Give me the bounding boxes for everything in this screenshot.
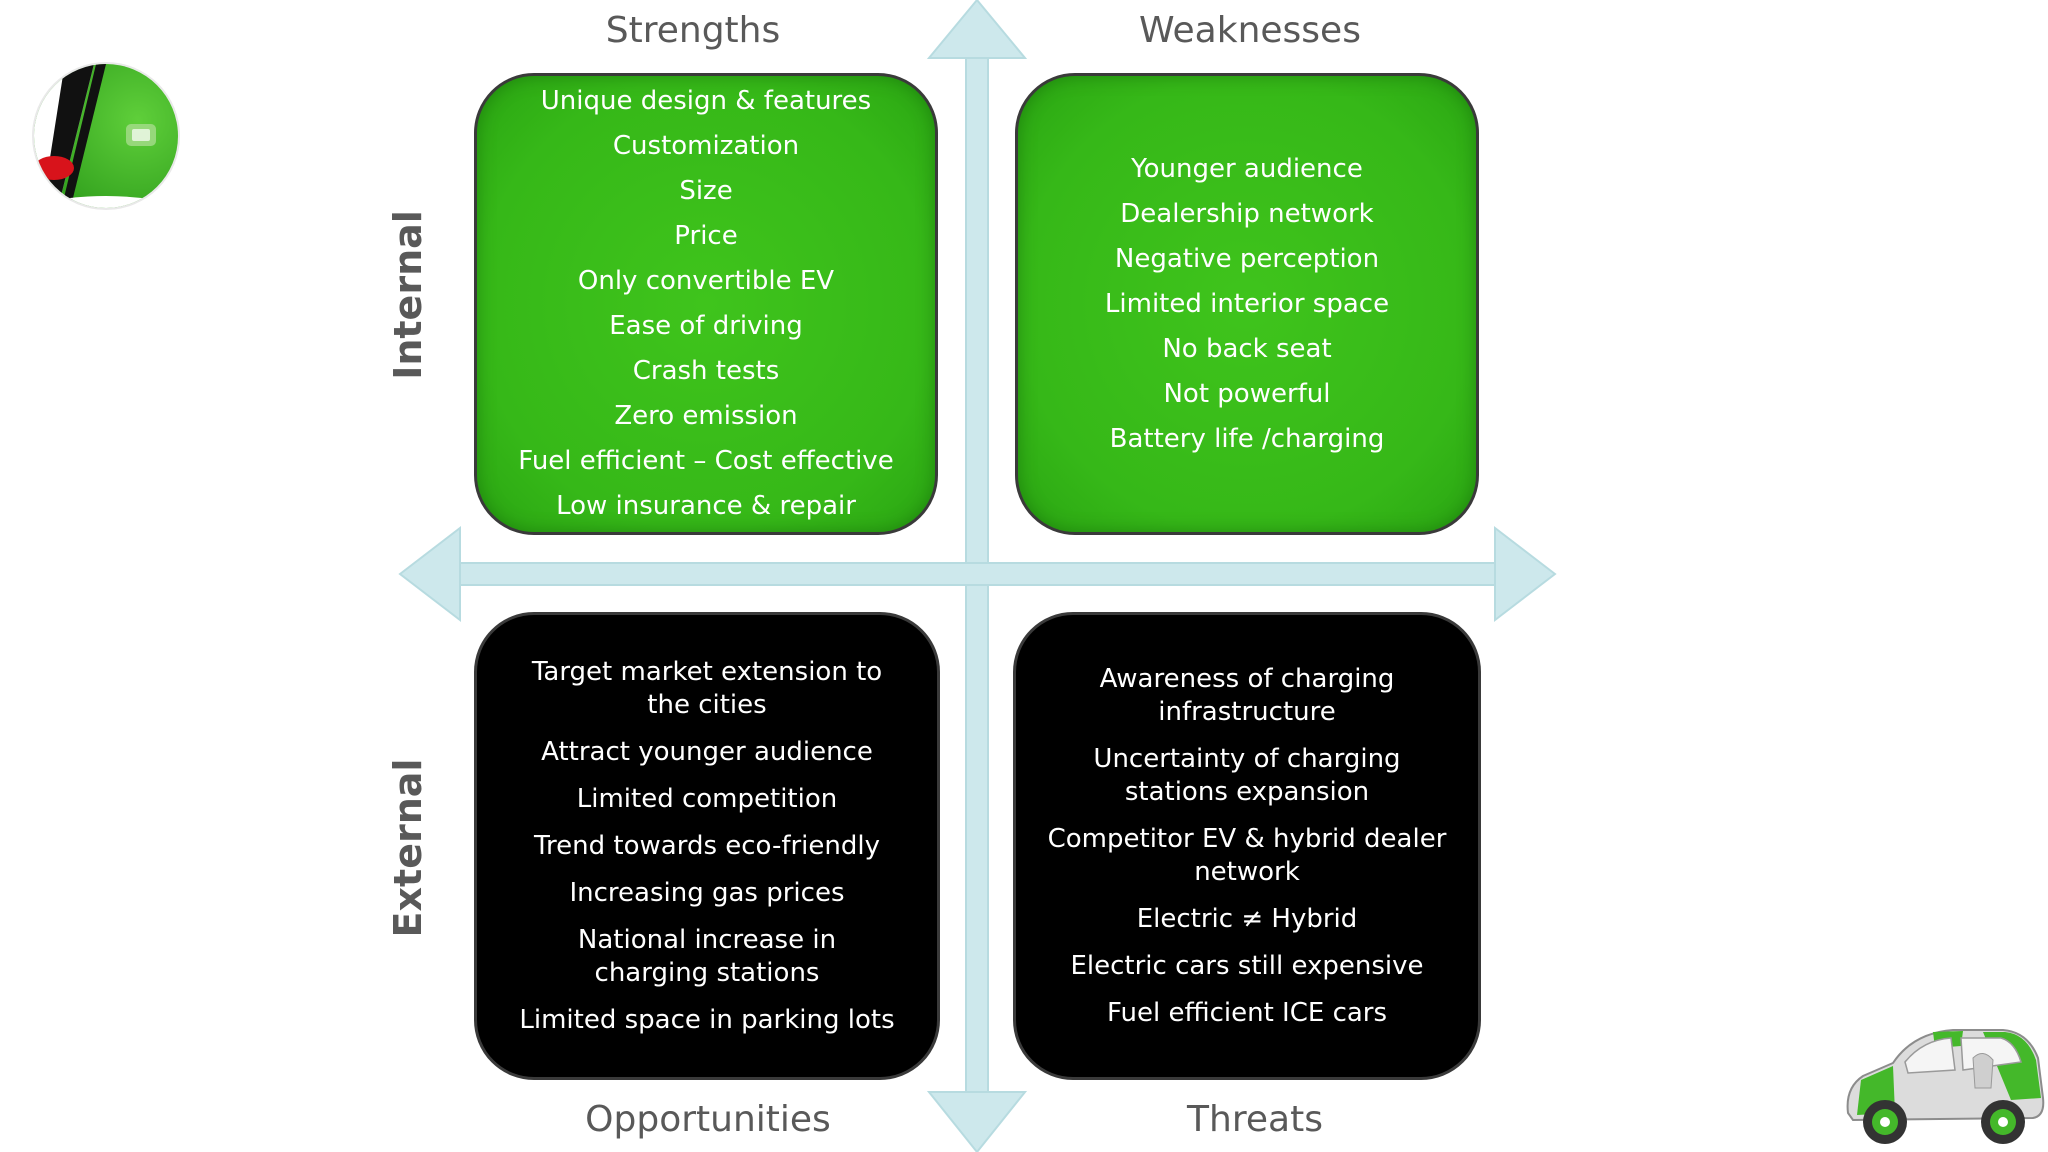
threats-box: Awareness of charging infrastructure Unc… (1013, 612, 1481, 1080)
threat-item: Electric cars still expensive (1070, 950, 1424, 981)
weakness-item: Not powerful (1163, 378, 1331, 409)
strength-item: Zero emission (614, 401, 798, 431)
opportunity-item: Limited space in parking lots (519, 1004, 895, 1035)
opportunity-item: National increase in charging stations (577, 924, 837, 988)
horizontal-axis-shaft (449, 562, 1501, 586)
weakness-item: Younger audience (1131, 153, 1363, 184)
strength-item: Size (679, 176, 733, 206)
opportunities-box: Target market extension to the cities At… (474, 612, 940, 1080)
down-arrow-head (926, 1091, 1028, 1152)
opportunity-item: Target market extension to the cities (531, 656, 883, 720)
opportunity-item: Limited competition (576, 783, 838, 814)
strength-item: Price (674, 221, 738, 251)
car-charging-logo (32, 62, 180, 210)
weaknesses-box: Younger audience Dealership network Nega… (1015, 73, 1479, 535)
strength-item: Customization (612, 131, 800, 161)
strength-item: Low insurance & repair (556, 491, 856, 521)
opportunity-item: Attract younger audience (541, 736, 873, 767)
weakness-item: Negative perception (1114, 243, 1380, 274)
right-arrow-head (1494, 525, 1557, 623)
weakness-item: Limited interior space (1104, 288, 1390, 319)
opportunities-heading: Opportunities (585, 1099, 831, 1140)
external-axis-label: External (386, 758, 430, 938)
weakness-item: Dealership network (1120, 198, 1374, 229)
left-arrow-head (398, 525, 461, 623)
weaknesses-heading: Weaknesses (1139, 10, 1361, 51)
strength-item: Only convertible EV (577, 266, 835, 296)
threat-item: Awareness of charging infrastructure (1099, 663, 1395, 727)
opportunity-item: Increasing gas prices (569, 877, 845, 908)
smart-car-image (1846, 1029, 2045, 1144)
strength-item: Unique design & features (540, 86, 872, 116)
strength-item: Ease of driving (609, 311, 803, 341)
strengths-box: Unique design & features Customization S… (474, 73, 938, 535)
threats-heading: Threats (1187, 1099, 1323, 1140)
internal-axis-label: Internal (386, 210, 430, 380)
weakness-item: Battery life /charging (1109, 423, 1385, 454)
strength-item: Fuel efficient – Cost effective (518, 446, 894, 476)
weakness-item: No back seat (1162, 333, 1332, 364)
strengths-heading: Strengths (605, 10, 781, 51)
threat-item: Electric ≠ Hybrid (1136, 903, 1358, 934)
threat-item: Competitor EV & hybrid dealer network (1047, 823, 1447, 887)
up-arrow-head (926, 0, 1028, 59)
strength-item: Crash tests (632, 356, 780, 386)
opportunity-item: Trend towards eco-friendly (534, 830, 880, 861)
threat-item: Uncertainty of charging stations expansi… (1093, 743, 1401, 807)
threat-item: Fuel efficient ICE cars (1106, 997, 1388, 1028)
